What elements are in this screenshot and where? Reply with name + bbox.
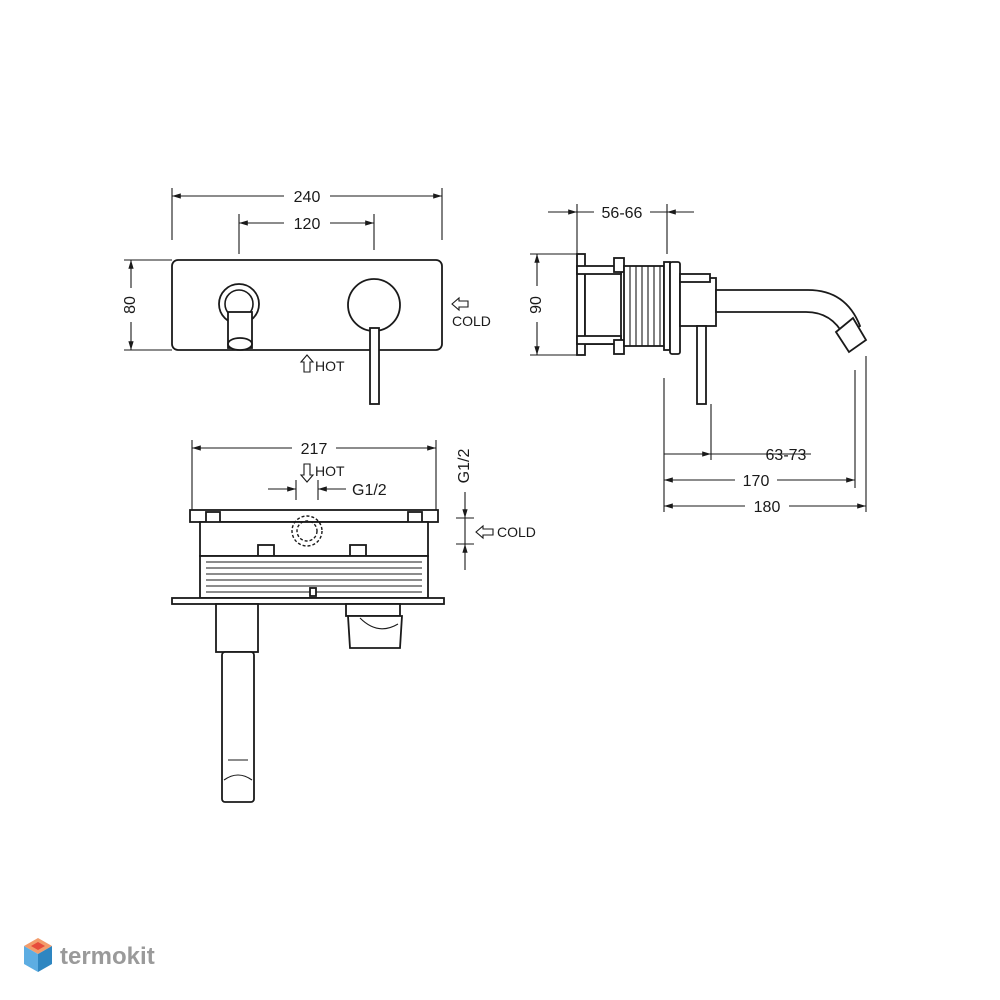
cold-label-front: COLD [452,313,491,329]
brand-name: termokit [60,943,155,970]
valve-body [199,521,429,557]
hot-label-body: HOT [315,463,345,479]
total-180-dimension: 180 [754,499,781,516]
base-plate [171,597,445,605]
body-handle [347,615,403,649]
thread-g12-vertical-label: G1/2 [456,449,473,484]
handle-disc [347,278,401,332]
width-217-dimension: 217 [301,441,328,458]
hot-down-arrow-icon [299,463,315,483]
handle-lever [369,327,380,405]
cold-label-body: COLD [497,524,536,540]
front-view: 240 120 80 COLD HOT [122,188,491,405]
thread-g12-label: G1/2 [352,482,387,499]
cold-arrow-icon [451,296,469,312]
cover-plate [171,259,443,351]
height-80-dimension: 80 [122,296,139,314]
width-240-dimension: 240 [294,189,321,206]
body-view: 217 HOT G1/2 G1/2 COLD [171,440,536,803]
hot-label-front: HOT [315,358,345,374]
spacing-120-dimension: 120 [294,216,321,233]
termokit-logo [24,938,52,972]
side-view: 56-66 90 [528,204,868,516]
wall-depth-56-66-dimension: 56-66 [602,205,643,222]
side-lever [696,325,707,405]
spout-170-dimension: 170 [743,473,770,490]
ribbed-sleeve [623,265,665,347]
hot-inlet-circle [291,515,323,547]
lever-63-73-dimension: 63-73 [766,447,807,464]
hot-arrow-icon [299,354,315,373]
cold-left-arrow-icon [475,524,494,540]
spout-pipe [221,651,255,803]
height-90-dimension: 90 [528,296,545,314]
wall-plate [669,261,681,355]
